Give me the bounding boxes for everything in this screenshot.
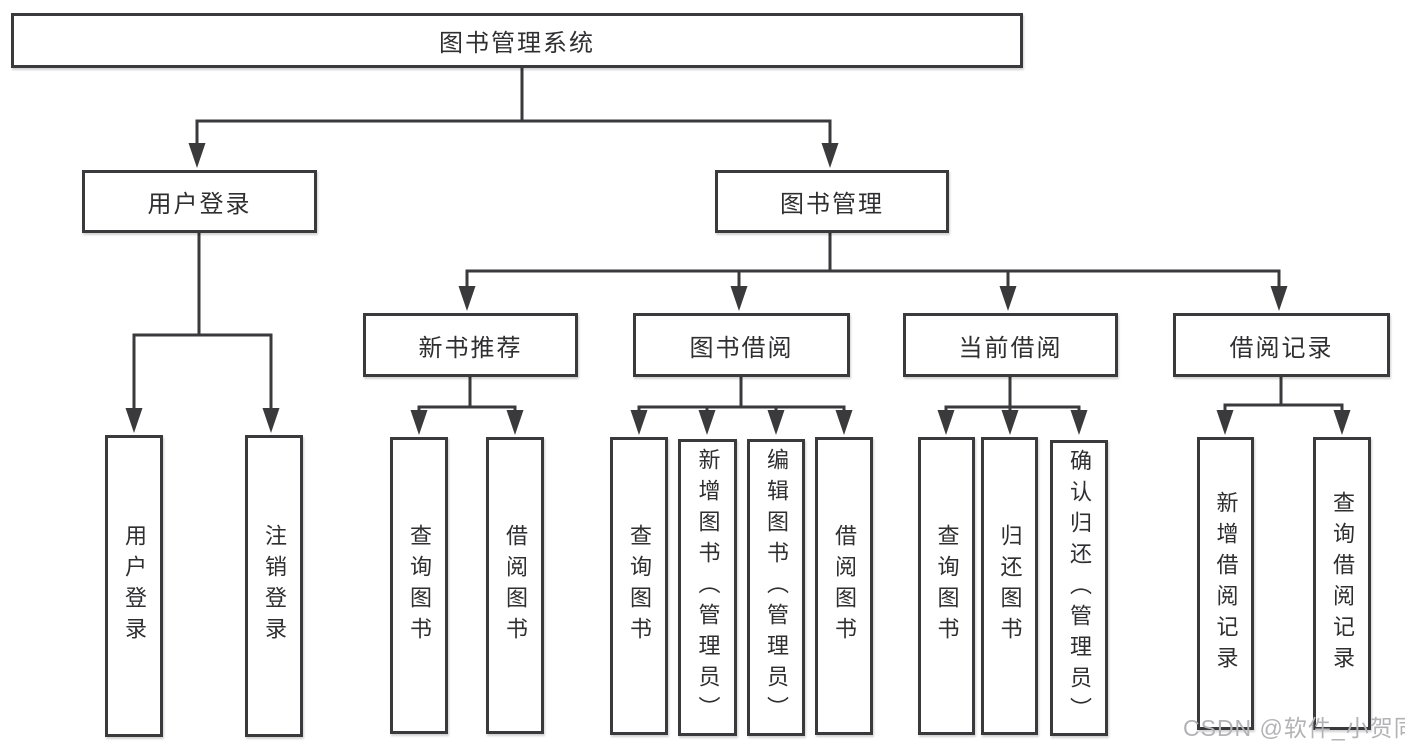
leaf-logout: 注销登录 [245, 435, 303, 737]
node-label: 图书借阅 [689, 334, 794, 362]
leaf-query-book-2: 查询图书 [610, 437, 668, 735]
node-label: 查询图书 [934, 524, 960, 648]
leaf-user-login: 用户登录 [105, 435, 163, 737]
node-label: 用户登录 [147, 191, 252, 218]
node-label: 借阅图书 [832, 524, 857, 648]
node-label: 编辑图书（管理员） [764, 448, 789, 727]
node-label: 注销登录 [262, 524, 287, 648]
connector-user-login-to-leaves [132, 233, 273, 412]
node-label: 借阅图书 [503, 523, 528, 648]
leaf-add-book-admin: 新增图书（管理员） [678, 439, 737, 736]
leaf-borrow-book-2: 借阅图书 [815, 437, 873, 735]
csdn-watermark: CSDN @软件_小贺同学 [1183, 715, 1405, 741]
node-label: 归还图书 [997, 524, 1023, 648]
arrowheads-leaf-row [410, 410, 1351, 435]
node-label: 确认归还（管理员） [1067, 448, 1092, 728]
leaf-confirm-return-admin: 确认归还（管理员） [1050, 440, 1108, 736]
connector-current-borrow-to-leaves [944, 377, 1081, 414]
node-borrow-record: 借阅记录 [1173, 313, 1390, 377]
node-label: 图书管理系统 [439, 30, 595, 57]
node-label: 查询借阅记录 [1330, 490, 1355, 677]
node-library-management-system: 图书管理系统 [11, 13, 1023, 68]
arrowheads-level2 [188, 143, 839, 168]
leaf-borrow-book-1: 借阅图书 [486, 437, 544, 734]
connector-book-borrow-to-leaves [637, 377, 846, 414]
node-book-borrow: 图书借阅 [633, 313, 850, 377]
node-label: 图书管理 [780, 191, 884, 218]
node-label: 当前借阅 [958, 334, 1063, 362]
node-user-login: 用户登录 [82, 170, 317, 233]
leaf-return-book: 归还图书 [981, 437, 1038, 735]
node-label: 新书推荐 [418, 334, 523, 362]
node-label: 借阅记录 [1229, 334, 1334, 362]
arrowheads-level3 [458, 286, 1288, 311]
connector-root-to-level2 [195, 68, 832, 148]
leaf-add-borrow-record: 新增借阅记录 [1197, 437, 1254, 730]
node-new-book-recommend: 新书推荐 [363, 313, 578, 377]
leaf-query-book-3: 查询图书 [918, 437, 975, 735]
node-label: 查询图书 [627, 524, 652, 648]
node-label: 查询图书 [407, 523, 432, 648]
node-label: 新增借阅记录 [1213, 490, 1239, 677]
node-current-borrow: 当前借阅 [903, 313, 1118, 377]
node-book-management: 图书管理 [715, 170, 949, 233]
connector-new-book-rec-to-leaves [417, 377, 517, 414]
arrowheads-user-login-leaves [125, 408, 280, 433]
node-label: 用户登录 [122, 524, 147, 648]
leaf-query-borrow-record: 查询借阅记录 [1313, 437, 1371, 730]
node-label: 新增图书（管理员） [695, 448, 721, 727]
connector-borrow-record-to-leaves [1223, 377, 1344, 412]
leaf-query-book-1: 查询图书 [390, 437, 448, 734]
leaf-edit-book-admin: 编辑图书（管理员） [747, 439, 805, 736]
connector-book-mgmt-to-level3 [465, 233, 1281, 290]
